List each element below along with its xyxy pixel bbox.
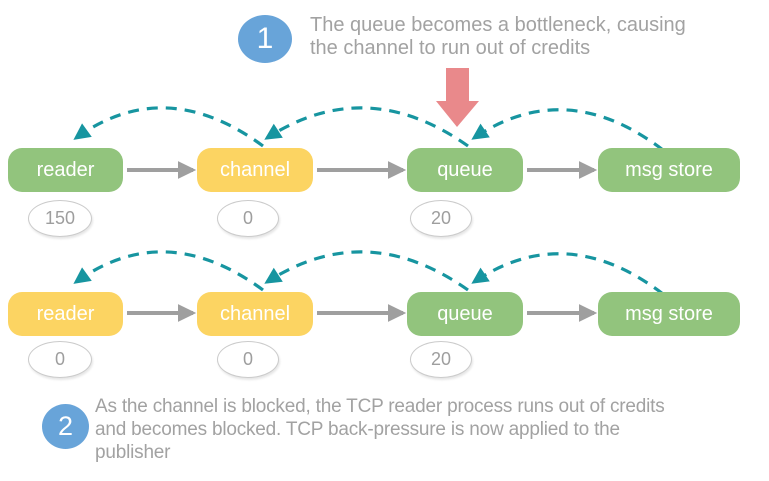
credit-count-queue-row1: 20: [410, 200, 472, 237]
node-msg-store-row2: msg store: [598, 292, 740, 336]
step-2-line-3: publisher: [95, 442, 171, 463]
node-queue-row1: queue: [407, 148, 523, 192]
step-2-line-1: As the channel is blocked, the TCP reade…: [95, 396, 665, 417]
credit-flow-arc: [264, 250, 469, 292]
credit-count-queue-row2: 20: [410, 341, 472, 378]
step-2-text: As the channel is blocked, the TCP reade…: [95, 395, 665, 464]
node-channel-row2: channel: [197, 292, 313, 336]
credit-flow-arc: [73, 250, 264, 292]
bottleneck-arrow-icon: [436, 68, 479, 127]
credit-flow-arc: [471, 108, 664, 152]
step-1-badge: 1: [238, 15, 292, 63]
step-1-line-2: the channel to run out of credits: [310, 37, 591, 59]
credit-count-channel-row2: 0: [217, 341, 279, 378]
credit-flow-arc: [264, 106, 469, 148]
credit-flow-arc: [73, 106, 264, 148]
credit-count-reader-row1: 150: [28, 200, 92, 237]
step-2-line-2: and becomes blocked. TCP back-pressure i…: [95, 419, 620, 440]
node-reader-row2: reader: [8, 292, 123, 336]
credit-count-channel-row1: 0: [217, 200, 279, 237]
node-channel-row1: channel: [197, 148, 313, 192]
credit-count-reader-row2: 0: [28, 341, 92, 378]
step-1-line-1: The queue becomes a bottleneck, causing: [310, 14, 686, 36]
node-msg-store-row1: msg store: [598, 148, 740, 192]
node-queue-row2: queue: [407, 292, 523, 336]
credit-flow-arc: [471, 252, 664, 296]
step-1-text: The queue becomes a bottleneck, causing …: [310, 14, 686, 60]
node-reader-row1: reader: [8, 148, 123, 192]
step-2-badge: 2: [42, 404, 89, 449]
